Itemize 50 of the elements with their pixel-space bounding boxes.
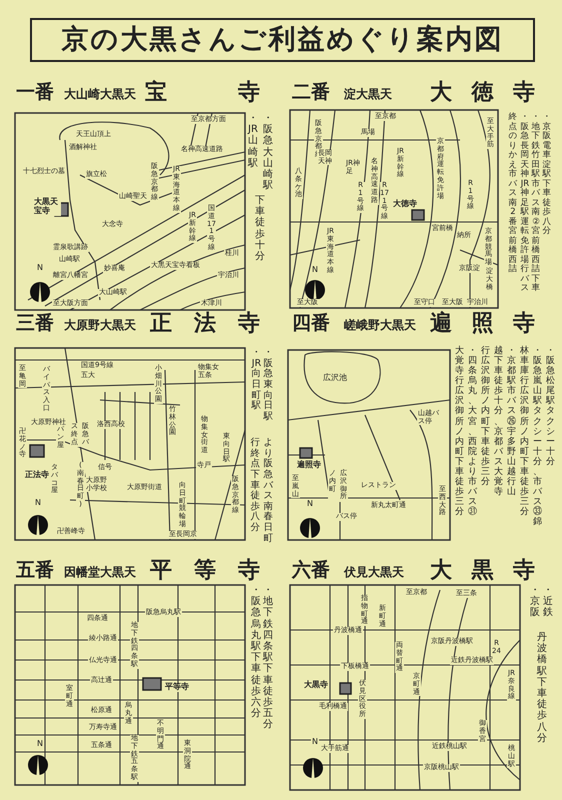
title-banner: 京の大黒さんご利益めぐり案内図	[30, 18, 535, 62]
access-directions: ・JR向日町駅	[251, 348, 262, 412]
temple-number: 一番	[16, 82, 54, 103]
access-directions: ・地下鉄四条駅下車徒歩五分	[262, 585, 274, 730]
temple-name: 正法寺	[150, 311, 260, 336]
temple-number: 五番	[16, 560, 54, 581]
access-directions: ・四条烏丸、大宮、西院より市バス㉛大覚寺行広沢御所ノ内町下車徒歩三分	[454, 346, 478, 518]
access-directions: ・京阪電車淀駅下車徒歩八分	[542, 113, 552, 237]
temple-number: 六番	[292, 560, 330, 581]
temple-label: 平等寺	[164, 683, 190, 692]
access-directions: 丹波橋駅下車徒歩八分	[536, 632, 548, 744]
access-directions: ・阪急烏丸駅下車徒歩六分	[250, 585, 262, 720]
daikoku-name: 淀大黒天	[344, 88, 392, 102]
temple-number: 三番	[16, 313, 54, 334]
daikoku-name: 大山崎大黒天	[64, 88, 136, 102]
daikoku-name: 大原野大黒天	[64, 319, 136, 332]
temple-name: 大徳寺	[430, 80, 535, 104]
daikoku-name: 伏見大黒天	[344, 566, 404, 580]
daikoku-name: 嵯峨野大黒天	[344, 319, 416, 332]
daikoku-name: 因幡堂大黒天	[64, 566, 136, 580]
temple-label: 正法寺	[24, 471, 50, 480]
access-directions: 下車徒歩十分	[254, 195, 266, 262]
access-directions: ・阪急大山崎駅	[262, 113, 274, 192]
access-directions: ・地下鉄竹田駅市バス南②宮前橋西詰下車	[531, 113, 541, 294]
access-directions: ・京阪	[529, 585, 541, 619]
map-label: N	[36, 264, 44, 273]
temple-number: 二番	[292, 82, 330, 103]
temple-name: 宝寺	[145, 80, 260, 104]
access-directions: ・阪急嵐山駅タクシー十分、市バス㉝錦林車庫行広沢御所ノ内町下車徒歩三分	[519, 346, 543, 528]
map-label: N	[311, 266, 319, 275]
temple-label: 大黒寺	[303, 681, 329, 690]
map-label: N	[34, 499, 42, 508]
access-directions: ・阪急東向日駅	[263, 348, 274, 422]
temple-number: 四番	[292, 313, 330, 334]
temple-name: 平等寺	[150, 558, 260, 582]
access-directions: ・近鉄	[542, 585, 554, 619]
access-directions: ・JR山崎駅	[247, 113, 259, 169]
temple-name: 大黒寺	[430, 558, 535, 582]
map-label: 広沢池	[322, 374, 348, 383]
temple-label: 遍照寺	[296, 461, 322, 470]
temple-label: 大徳寺	[392, 200, 418, 209]
map-label: N	[306, 500, 314, 509]
temple-label: 大黒天宝寺	[33, 198, 61, 216]
access-directions: ・阪急長岡天神JR神足駅運転免許場行バス終点のりかえ市バス南2番宮前橋西詰	[508, 113, 530, 294]
map-label: N	[311, 738, 319, 747]
access-directions: ・阪急松尾駅タクシー十分	[545, 346, 556, 467]
map-label: N	[36, 740, 44, 749]
access-directions: より阪急バス南春日町行終点下車徒歩八分	[250, 438, 274, 545]
access-directions: ・京都駅市バス㉖宇多野山越行山越下車徒歩十分、京都バス大覚寺行広沢御所ノ内町下車徒歩三分	[480, 346, 517, 498]
temple-name: 遍照寺	[430, 311, 535, 336]
